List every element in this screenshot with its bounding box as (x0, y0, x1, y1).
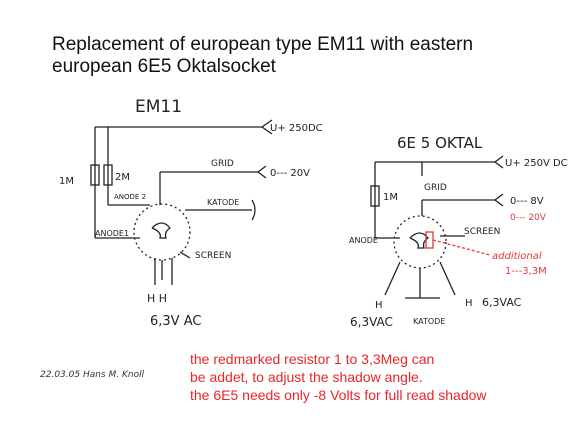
note-line-2: be addet, to adjust the shadow angle. (190, 369, 423, 385)
left-heater-pins: H H (147, 292, 167, 305)
right-heater-pin-right (439, 261, 456, 296)
right-tube-name: 6E 5 OKTAL (397, 134, 483, 152)
left-screen-label: SCREEN (195, 251, 231, 261)
note-line-3: the 6E5 needs only -8 Volts for full rea… (190, 387, 487, 403)
title-line-2: european 6E5 Oktalsocket (52, 56, 276, 77)
right-resistor-1m (370, 185, 380, 207)
right-additional-pointer (432, 239, 491, 256)
right-grid-arrow (493, 193, 504, 207)
right-katode-label: KATODE (413, 317, 445, 326)
right-circuit (370, 155, 504, 299)
right-heater-voltage-right: 6,3VAC (482, 296, 522, 309)
right-res-1m-label: 1M (383, 192, 398, 203)
red-notes: the redmarked resistor 1 to 3,3Meg can b… (190, 350, 487, 404)
right-additional-resistor (425, 231, 491, 256)
left-res-2m-label: 2M (115, 172, 130, 183)
left-circuit (90, 119, 273, 285)
left-resistor-2m (103, 164, 113, 186)
left-res-1m-label: 1M (59, 176, 74, 187)
right-heater-voltage-left: 6,3VAC (350, 315, 393, 329)
left-grid-arrow (256, 165, 267, 179)
left-tube-key (151, 222, 171, 239)
left-screen-wire (179, 251, 191, 259)
left-katode-bracket (251, 199, 256, 221)
left-grid-voltage: 0--- 20V (270, 168, 310, 179)
right-additional-value: 1---3,3M (505, 266, 547, 277)
right-additional-resistor-body (425, 231, 434, 249)
left-resistor-1m (90, 164, 100, 186)
right-grid-label: GRID (424, 183, 447, 193)
page-title: Replacement of european type EM11 with e… (52, 34, 473, 78)
title-line-1: Replacement of european type EM11 with e… (52, 34, 474, 55)
right-grid-voltage-black: 0--- 8V (510, 196, 544, 207)
left-supply-arrow (260, 119, 273, 135)
left-tube-name: EM11 (135, 97, 182, 117)
left-anode2-label: ANODE 2 (114, 193, 146, 201)
right-heater-pin-left (384, 261, 401, 296)
left-tube-socket (133, 203, 191, 261)
left-supply-label: U+ 250DC (270, 123, 323, 134)
left-katode-label: KATODE (207, 198, 239, 207)
right-supply-label: U+ 250V DC (505, 158, 568, 169)
left-anode1-label: ANODE1 (95, 229, 129, 238)
left-heater-voltage: 6,3V AC (150, 314, 201, 329)
right-grid-voltage-red: 0--- 20V (510, 213, 547, 223)
note-line-1: the redmarked resistor 1 to 3,3Meg can (190, 351, 435, 367)
left-grid-label: GRID (211, 159, 234, 169)
right-additional-label: additional (492, 251, 542, 262)
right-heater-right-label: H (465, 298, 473, 309)
right-supply-arrow (493, 155, 504, 169)
right-tube-key (409, 232, 429, 249)
right-screen-label: SCREEN (464, 227, 500, 237)
signature: 22.03.05 Hans M. Knoll (40, 370, 145, 380)
right-heater-left-label: H (375, 300, 383, 311)
right-anode-label: ANODE (349, 236, 378, 245)
